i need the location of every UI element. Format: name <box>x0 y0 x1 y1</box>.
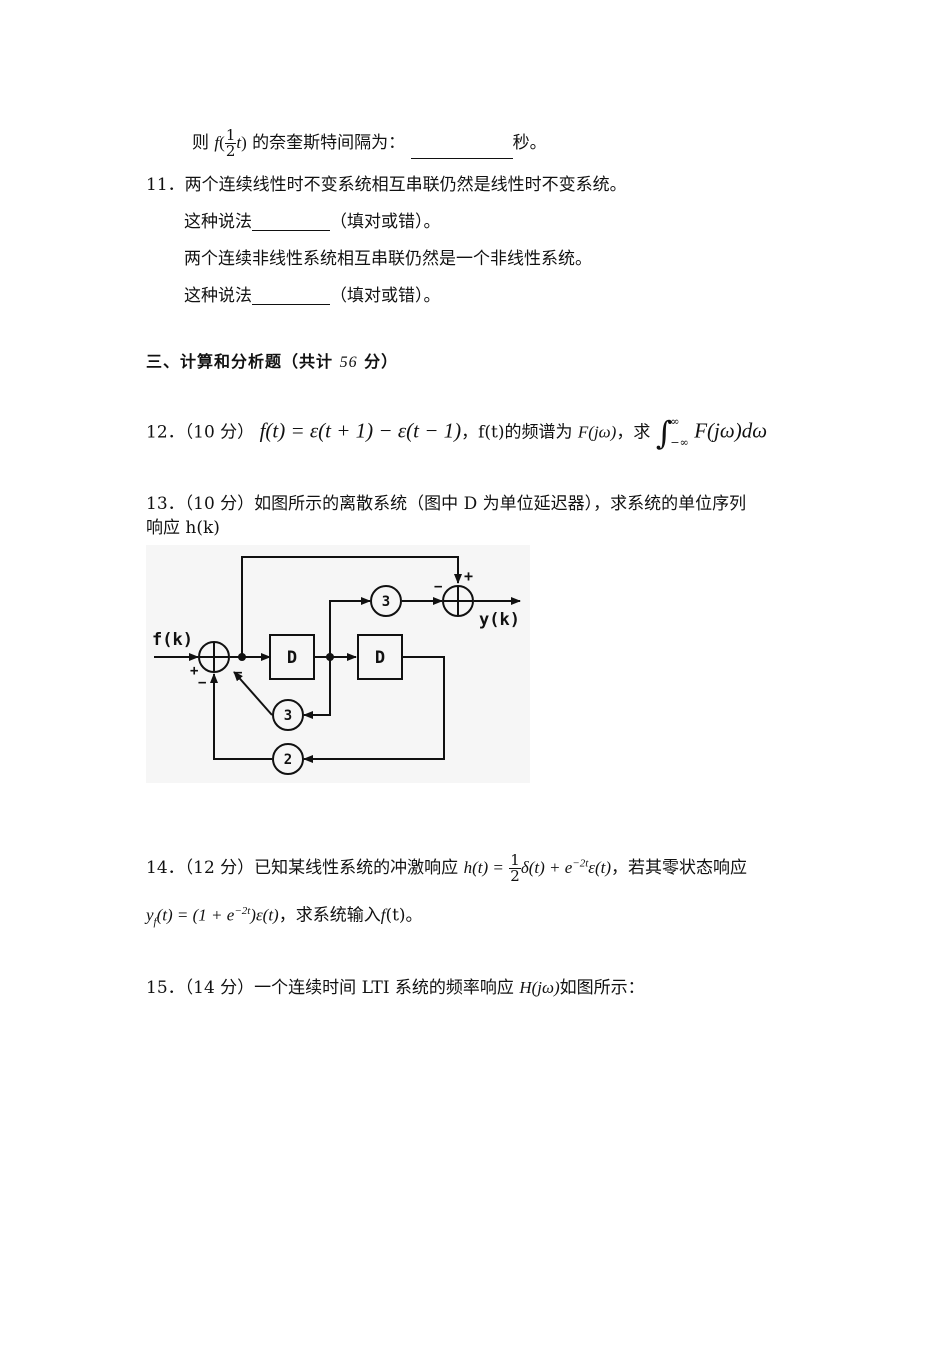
q10-arg-t: t <box>236 133 242 152</box>
q13-line1: 13．（10 分）如图所示的离散系统（图中 D 为单位延迟器），求系统的单位序列 <box>146 496 746 513</box>
q10-arg-open: ( <box>219 133 225 152</box>
q15-prefix: 15．（14 分）一个连续时间 LTI 系统的频率响应 <box>146 978 514 998</box>
q11-claim1: 这种说法 （填对或错）。 <box>184 214 441 231</box>
gain-top-circle <box>370 585 402 617</box>
q12-integrand: F(jω)dω <box>694 418 768 443</box>
q14-y-eq-a: (t) = (1 + e <box>156 905 235 925</box>
to-gain-bottom-arrow <box>303 656 445 763</box>
q12-line: 12．（10 分） f(t) = ε(t + 1) − ε(t − 1)，f(t… <box>146 412 767 454</box>
gain-bottom-feedback-arrow <box>210 673 272 760</box>
q14-h-rhs-a: δ(t) + e <box>520 858 573 877</box>
delay2-label: D <box>375 648 385 668</box>
gain-bottom-label: 2 <box>284 752 292 768</box>
block-diagram-svg: f(k) y(k) D D 3 3 2 + − − + − <box>152 556 521 775</box>
q14-y-exp: −2t <box>234 905 251 917</box>
q10-frac-num: 1 <box>224 126 237 144</box>
q11-statement2: 两个连续非线性系统相互串联仍然是一个非线性系统。 <box>184 251 592 268</box>
q14-y-lhs: y <box>146 905 154 925</box>
input-label: f(k) <box>152 630 193 650</box>
integral-sign-icon: ∫ <box>655 413 673 452</box>
q10-f-symbol: f <box>214 133 220 152</box>
q10-answer-blank[interactable] <box>410 142 513 159</box>
gain-mid-label: 3 <box>284 708 292 724</box>
q14-f-symbol: f <box>380 905 386 925</box>
q11-statement1: 11．两个连续线性时不变系统相互串联仍然是线性时不变系统。 <box>146 177 627 194</box>
sum1-plus-sign: + <box>190 663 198 679</box>
q10-frac-den: 2 <box>225 142 236 160</box>
sum2-minus-sign: − <box>434 579 442 595</box>
q14-frac-num: 1 <box>509 851 521 869</box>
to-gain-mid-arrow <box>303 657 331 719</box>
q14-f-end: (t)。 <box>385 905 423 926</box>
gain-top-label: 3 <box>382 594 390 610</box>
section3-title-b: 分） <box>364 352 399 371</box>
q12-limits: ∞ −∞ <box>670 412 688 454</box>
q14-h-rhs-b: ε(t) <box>588 858 612 877</box>
q13-line2: 响应 h(k) <box>146 520 220 537</box>
delay1-label: D <box>287 648 297 668</box>
q14-y-eq-b: )ε(t) <box>250 905 279 925</box>
q11-statement1-text: 两个连续线性时不变系统相互串联仍然是线性时不变系统。 <box>184 175 627 195</box>
q14-mid: ，若其零状态响应 <box>611 858 748 878</box>
q11-claim2-blank[interactable] <box>252 288 330 305</box>
sum1-minus-sign-b: − <box>234 665 242 681</box>
q10-prefix: 则 <box>192 133 209 153</box>
q11-claim2-prefix: 这种说法 <box>184 286 252 306</box>
q10-arg-close: ) <box>241 133 247 152</box>
section3-title-a: 三、计算和分析题（共计 <box>146 352 334 371</box>
q13-line2-text: 响应 h(k) <box>146 518 220 538</box>
q15-suffix: 如图所示： <box>559 978 645 998</box>
summer2-icon <box>442 585 474 617</box>
summer1-icon <box>198 641 230 673</box>
delay1-box <box>269 634 315 680</box>
gain-mid-feedback-arrow <box>233 671 273 716</box>
q11-claim1-blank[interactable] <box>252 214 330 231</box>
sum2-plus-sign: + <box>464 567 473 585</box>
q11-claim1-suffix: （填对或错）。 <box>330 212 441 232</box>
q14-h-exp: −2t <box>572 857 589 870</box>
q12-spectrum: F(jω) <box>577 422 617 442</box>
delay2-box <box>357 634 403 680</box>
q10-unit: 秒。 <box>512 133 547 153</box>
q11-number: 11． <box>146 175 185 195</box>
q14-line2: yf(t) = (1 + e−2t)ε(t)，求系统输入f(t)。 <box>146 906 423 928</box>
to-gain-top-arrow <box>329 597 371 657</box>
top-bypass-line <box>241 556 462 657</box>
q12-formula: f(t) = ε(t + 1) − ε(t − 1) <box>259 418 462 443</box>
q11-claim2-suffix: （填对或错）。 <box>330 286 441 306</box>
q14-h-lhs: h(t) = <box>463 858 504 877</box>
q14-number: 14．（12 分）已知某线性系统的冲激响应 <box>146 858 459 878</box>
sum1-minus-sign-a: − <box>198 675 206 691</box>
gain-bottom-circle <box>272 743 304 775</box>
q12-lower-limit: −∞ <box>670 435 689 449</box>
q15-line: 15．（14 分）一个连续时间 LTI 系统的频率响应 H(jω)如图所示： <box>146 979 645 997</box>
q11-claim1-prefix: 这种说法 <box>184 212 252 232</box>
q14-frac-den: 2 <box>510 867 520 885</box>
q10-text: 的奈奎斯特间隔为： <box>252 133 406 153</box>
q11-claim2: 这种说法 （填对或错）。 <box>184 288 441 305</box>
gain-mid-circle <box>272 699 304 731</box>
output-label: y(k) <box>479 610 520 630</box>
q11-statement2-text: 两个连续非线性系统相互串联仍然是一个非线性系统。 <box>184 249 592 269</box>
q12-upper-limit: ∞ <box>670 415 680 428</box>
q12-ask: ，求 <box>616 422 651 443</box>
q13-block-diagram: f(k) y(k) D D 3 3 2 + − − + − <box>146 545 530 783</box>
q14-ask: ，求系统输入 <box>278 905 381 926</box>
q12-mid: ，f(t)的频谱为 <box>461 422 573 443</box>
junction-node-a <box>238 653 246 661</box>
q13-line1-text: 13．（10 分）如图所示的离散系统（图中 D 为单位延迟器），求系统的单位序列 <box>146 494 747 514</box>
section3-heading: 三、计算和分析题（共计 56 分） <box>146 354 398 371</box>
junction-node-b <box>326 653 334 661</box>
section3-points: 56 <box>339 354 358 371</box>
q14-y-sub: f <box>153 916 157 929</box>
q12-number: 12．（10 分） <box>146 422 255 443</box>
q15-H: H(jω) <box>519 978 560 997</box>
